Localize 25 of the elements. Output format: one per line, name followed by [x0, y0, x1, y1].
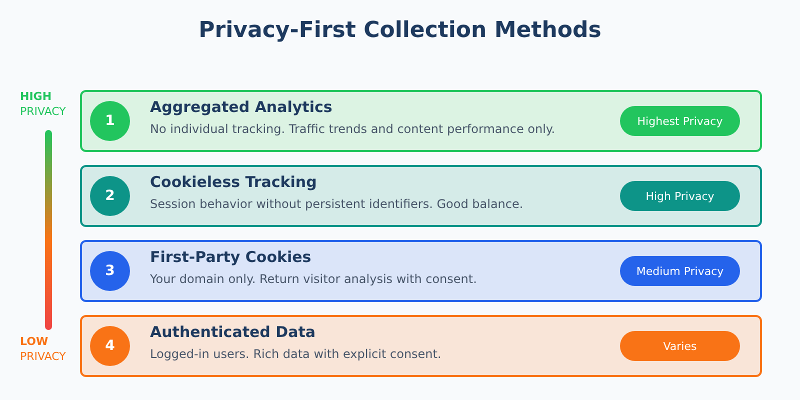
scale-caption: PRIVACY — [20, 105, 67, 118]
card-description: Logged-in users. Rich data with explicit consent. — [150, 347, 442, 361]
title: Privacy-First Collection Methods — [198, 18, 602, 43]
step-number-circle: 4 — [90, 326, 130, 366]
card-heading: Cookieless Tracking — [150, 173, 317, 191]
method-card — [80, 315, 762, 377]
scale-caption: PRIVACY — [20, 350, 67, 363]
card-description: Session behavior without persistent identifiers. Good balance. — [150, 197, 524, 211]
scale-level-label: LOW — [20, 335, 50, 348]
step-number-circle: 1 — [90, 101, 130, 141]
card-description: Your domain only. Return visitor analysis with consent. — [150, 272, 477, 286]
method-card — [80, 90, 762, 152]
card-heading: Aggregated Analytics — [150, 98, 332, 116]
step-number-circle: 3 — [90, 251, 130, 291]
privacy-badge: Medium Privacy — [620, 256, 740, 286]
step-number-circle: 2 — [90, 176, 130, 216]
privacy-badge: High Privacy — [620, 181, 740, 211]
method-card — [80, 240, 762, 302]
card-heading: First-Party Cookies — [150, 248, 312, 266]
card-description: No individual tracking. Traffic trends and content performance only. — [150, 122, 556, 136]
privacy-badge: Highest Privacy — [620, 106, 740, 136]
scale-level-label: HIGH — [20, 90, 53, 103]
method-card — [80, 165, 762, 227]
privacy-badge: Varies — [620, 331, 740, 361]
card-heading: Authenticated Data — [150, 323, 316, 341]
